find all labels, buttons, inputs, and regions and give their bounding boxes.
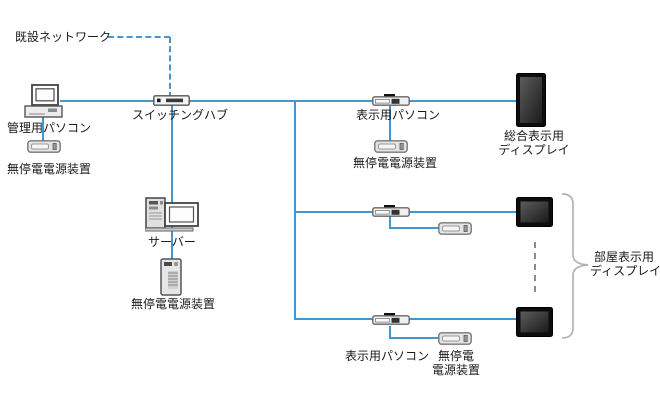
room-displays-label-line1: 部屋表示用 — [593, 250, 654, 264]
main-display-icon — [516, 73, 546, 127]
display-pc-bottom-label: 表示用パソコン — [345, 349, 430, 363]
main-display-label-line2: ディスプレイ — [498, 143, 570, 157]
display-pc-top-label: 表示用パソコン — [356, 108, 441, 122]
ups-horizontal-icon — [374, 140, 408, 153]
main-display-label-line1: 総合表示用 — [503, 129, 564, 143]
display-pc-bottom-ups-label: 無停電 電源装置 — [430, 349, 482, 377]
display-pc-bottom-ups-label-line1: 無停電 — [437, 349, 474, 363]
displaypc-mid-to-ups-cable-v — [389, 216, 391, 229]
displaypc-bottom-to-ups-cable-v — [389, 326, 391, 339]
managementpc-to-ups-cable — [42, 117, 44, 142]
display-pc-rack-icon — [372, 313, 410, 325]
server-ups-label: 無停電電源装置 — [131, 297, 216, 311]
display-pc-rack-icon — [372, 205, 410, 217]
displaypc-top-to-ups-cable — [389, 105, 391, 141]
room-displays-label: 部屋表示用 ディスプレイ — [590, 250, 660, 278]
main-display-label: 総合表示用 ディスプレイ — [496, 129, 572, 157]
existing-network-dashed-cable-horizontal — [108, 36, 170, 38]
ups-horizontal-icon — [438, 332, 472, 345]
display-pc-top-ups-label: 無停電電源装置 — [353, 156, 438, 170]
ups-horizontal-icon — [438, 222, 472, 235]
room-display-icon — [516, 307, 553, 337]
room-displays-label-line2: ディスプレイ — [590, 264, 660, 278]
display-pc-bottom-ups-label-line2: 電源装置 — [431, 363, 480, 377]
desktop-pc-icon — [24, 84, 64, 118]
trunk-cable-vertical — [294, 100, 296, 320]
switching-hub-label: スイッチングハブ — [132, 108, 229, 122]
management-ups-label: 無停電電源装置 — [7, 162, 92, 176]
room-displays-continuation-dashed-line — [534, 242, 536, 292]
displaypc-bottom-to-ups-cable-h — [389, 337, 439, 339]
room-display-icon — [516, 197, 553, 227]
server-icon — [145, 195, 201, 233]
management-pc-label: 管理用パソコン — [7, 121, 92, 135]
ups-horizontal-icon — [27, 140, 61, 153]
existing-network-label: 既設ネットワーク — [15, 30, 112, 44]
switching-hub-icon — [153, 95, 190, 106]
trunk-cable-horizontal — [60, 100, 517, 102]
ups-tower-icon — [160, 258, 182, 296]
displaypc-mid-to-ups-cable-h — [389, 227, 439, 229]
existing-network-dashed-cable-vertical — [169, 37, 171, 98]
server-label: サーバー — [148, 235, 196, 249]
display-pc-rack-icon — [372, 94, 410, 106]
room-displays-brace — [558, 192, 592, 340]
hub-to-server-cable — [171, 105, 173, 260]
